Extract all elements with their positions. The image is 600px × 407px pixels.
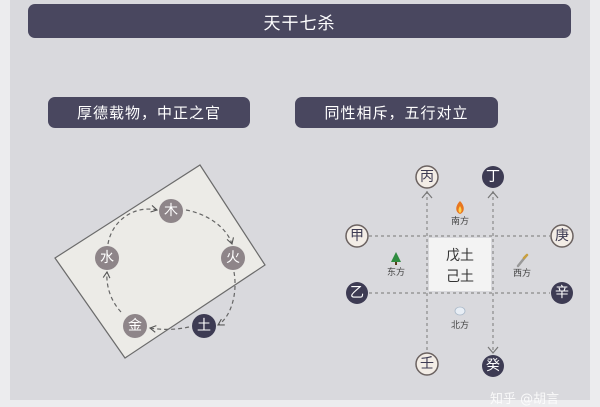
svg-text:丁: 丁 bbox=[486, 169, 500, 185]
stem-xin: 辛 bbox=[551, 282, 573, 304]
svg-text:水: 水 bbox=[100, 250, 114, 266]
generation-cycle-arrows bbox=[102, 205, 236, 333]
element-earth: 土 bbox=[192, 314, 216, 338]
svg-text:东方: 东方 bbox=[387, 266, 405, 278]
stem-ding: 丁 bbox=[482, 166, 504, 188]
element-water: 水 bbox=[95, 246, 119, 270]
stem-yi: 乙 bbox=[346, 282, 368, 304]
watermark: 知乎 @胡言 bbox=[490, 392, 560, 407]
south-direction: 南方 bbox=[451, 201, 469, 227]
direction-grid bbox=[369, 191, 550, 352]
element-fire: 火 bbox=[221, 246, 245, 270]
svg-text:火: 火 bbox=[226, 250, 240, 266]
svg-text:木: 木 bbox=[164, 203, 178, 219]
west-direction: 西方 bbox=[513, 253, 531, 279]
svg-text:己土: 己土 bbox=[446, 269, 474, 285]
tree-icon bbox=[391, 252, 401, 262]
east-direction: 东方 bbox=[387, 252, 405, 278]
right-heading: 同性相斥，五行对立 bbox=[295, 97, 498, 128]
north-direction: 北方 bbox=[451, 306, 469, 331]
svg-text:癸: 癸 bbox=[486, 358, 500, 374]
element-metal: 金 bbox=[123, 314, 147, 338]
five-elements-card bbox=[54, 164, 266, 359]
stem-geng: 庚 bbox=[550, 224, 574, 248]
stem-bing: 丙 bbox=[415, 165, 439, 189]
svg-text:西方: 西方 bbox=[513, 267, 531, 279]
center-earth-box: 戊土 己土 bbox=[429, 238, 491, 291]
svg-text:土: 土 bbox=[197, 318, 211, 334]
svg-text:壬: 壬 bbox=[420, 356, 434, 372]
svg-text:南方: 南方 bbox=[451, 215, 469, 227]
svg-text:乙: 乙 bbox=[350, 285, 364, 301]
svg-text:丙: 丙 bbox=[420, 169, 434, 185]
stem-gui: 癸 bbox=[482, 355, 504, 377]
left-heading: 厚德载物，中正之官 bbox=[48, 97, 250, 128]
element-wood: 木 bbox=[159, 199, 183, 223]
stem-ren: 壬 bbox=[415, 352, 439, 376]
grid-arrowheads bbox=[421, 191, 499, 354]
svg-text:辛: 辛 bbox=[555, 285, 569, 301]
page-title: 天干七杀 bbox=[28, 4, 571, 38]
svg-text:庚: 庚 bbox=[555, 228, 569, 244]
stem-jia: 甲 bbox=[345, 224, 369, 248]
water-icon bbox=[454, 306, 466, 316]
svg-text:北方: 北方 bbox=[451, 319, 469, 331]
svg-text:金: 金 bbox=[128, 318, 142, 334]
svg-text:戊土: 戊土 bbox=[446, 248, 474, 264]
svg-text:甲: 甲 bbox=[350, 228, 364, 244]
